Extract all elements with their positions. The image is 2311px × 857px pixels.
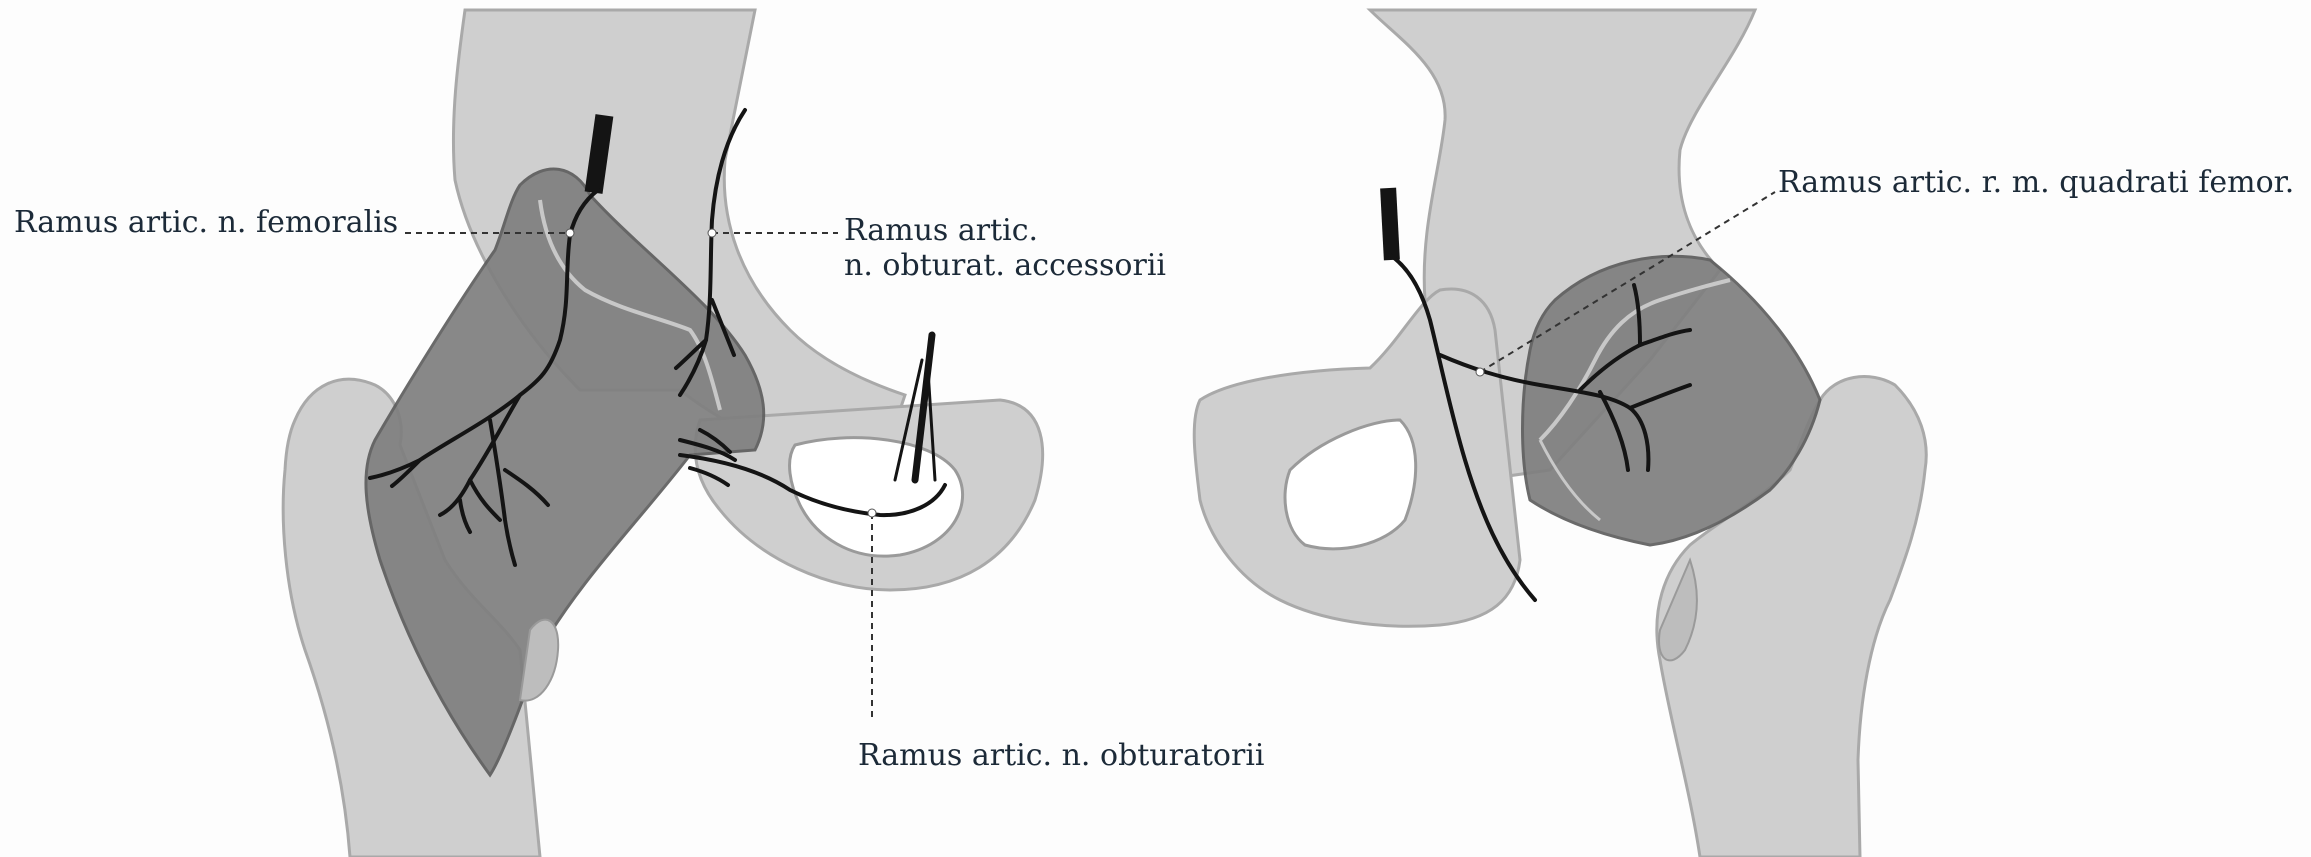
label-femoralis: Ramus artic. n. femoralis xyxy=(14,205,398,240)
left-hip-view xyxy=(283,10,1042,857)
leader-dot-femoralis xyxy=(566,229,574,237)
label-accessorii-line2: n. obturat. accessorii xyxy=(844,248,1166,283)
label-obturatorii: Ramus artic. n. obturatorii xyxy=(858,738,1265,773)
right-hip-view xyxy=(1194,10,1926,857)
label-quadrati: Ramus artic. r. m. quadrati femor. xyxy=(1778,165,2294,200)
leader-dot-quadrati xyxy=(1476,368,1484,376)
leader-dot-accessorii xyxy=(708,229,716,237)
quadratus-nerve-stump xyxy=(1380,188,1400,261)
leader-dot-obturatorii xyxy=(868,509,876,517)
label-accessorii-line1: Ramus artic. xyxy=(844,213,1038,248)
